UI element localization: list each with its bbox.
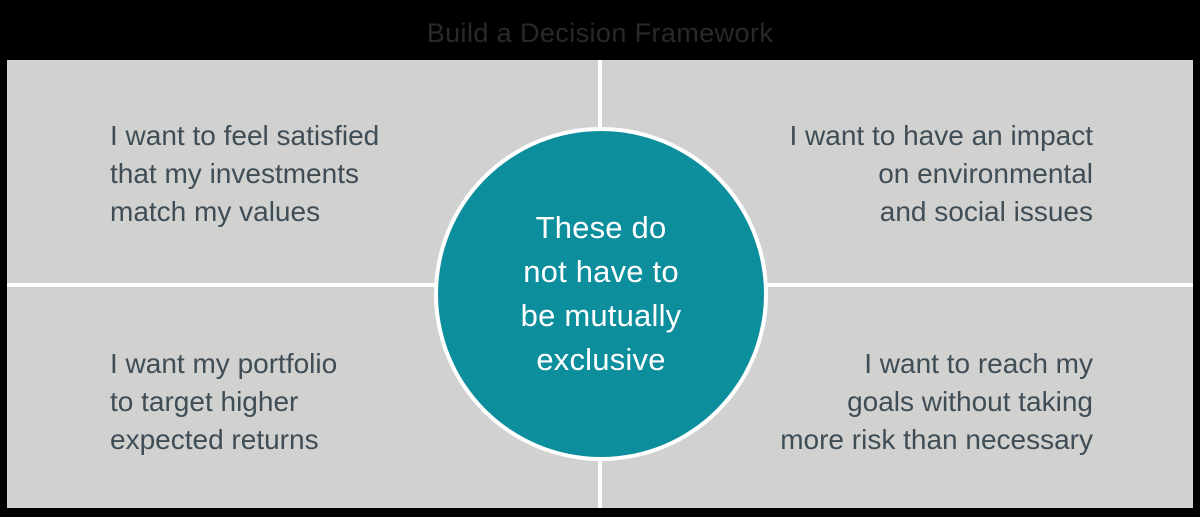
decision-framework-panel: I want to feel satisfied that my investm… xyxy=(7,60,1193,508)
quadrant-top-right: I want to have an impact on environmenta… xyxy=(789,120,1093,227)
center-circle-label: These do not have to be mutually exclusi… xyxy=(520,210,682,377)
center-circle: These do not have to be mutually exclusi… xyxy=(438,131,764,457)
page-title: Build a Decision Framework xyxy=(426,18,774,48)
quadrant-bottom-left: I want my portfolio to target higher exp… xyxy=(110,348,338,455)
center-circle-ring: These do not have to be mutually exclusi… xyxy=(434,127,768,461)
quadrant-bottom-right: I want to reach my goals without taking … xyxy=(780,348,1093,455)
quadrant-top-left: I want to feel satisfied that my investm… xyxy=(110,120,380,227)
